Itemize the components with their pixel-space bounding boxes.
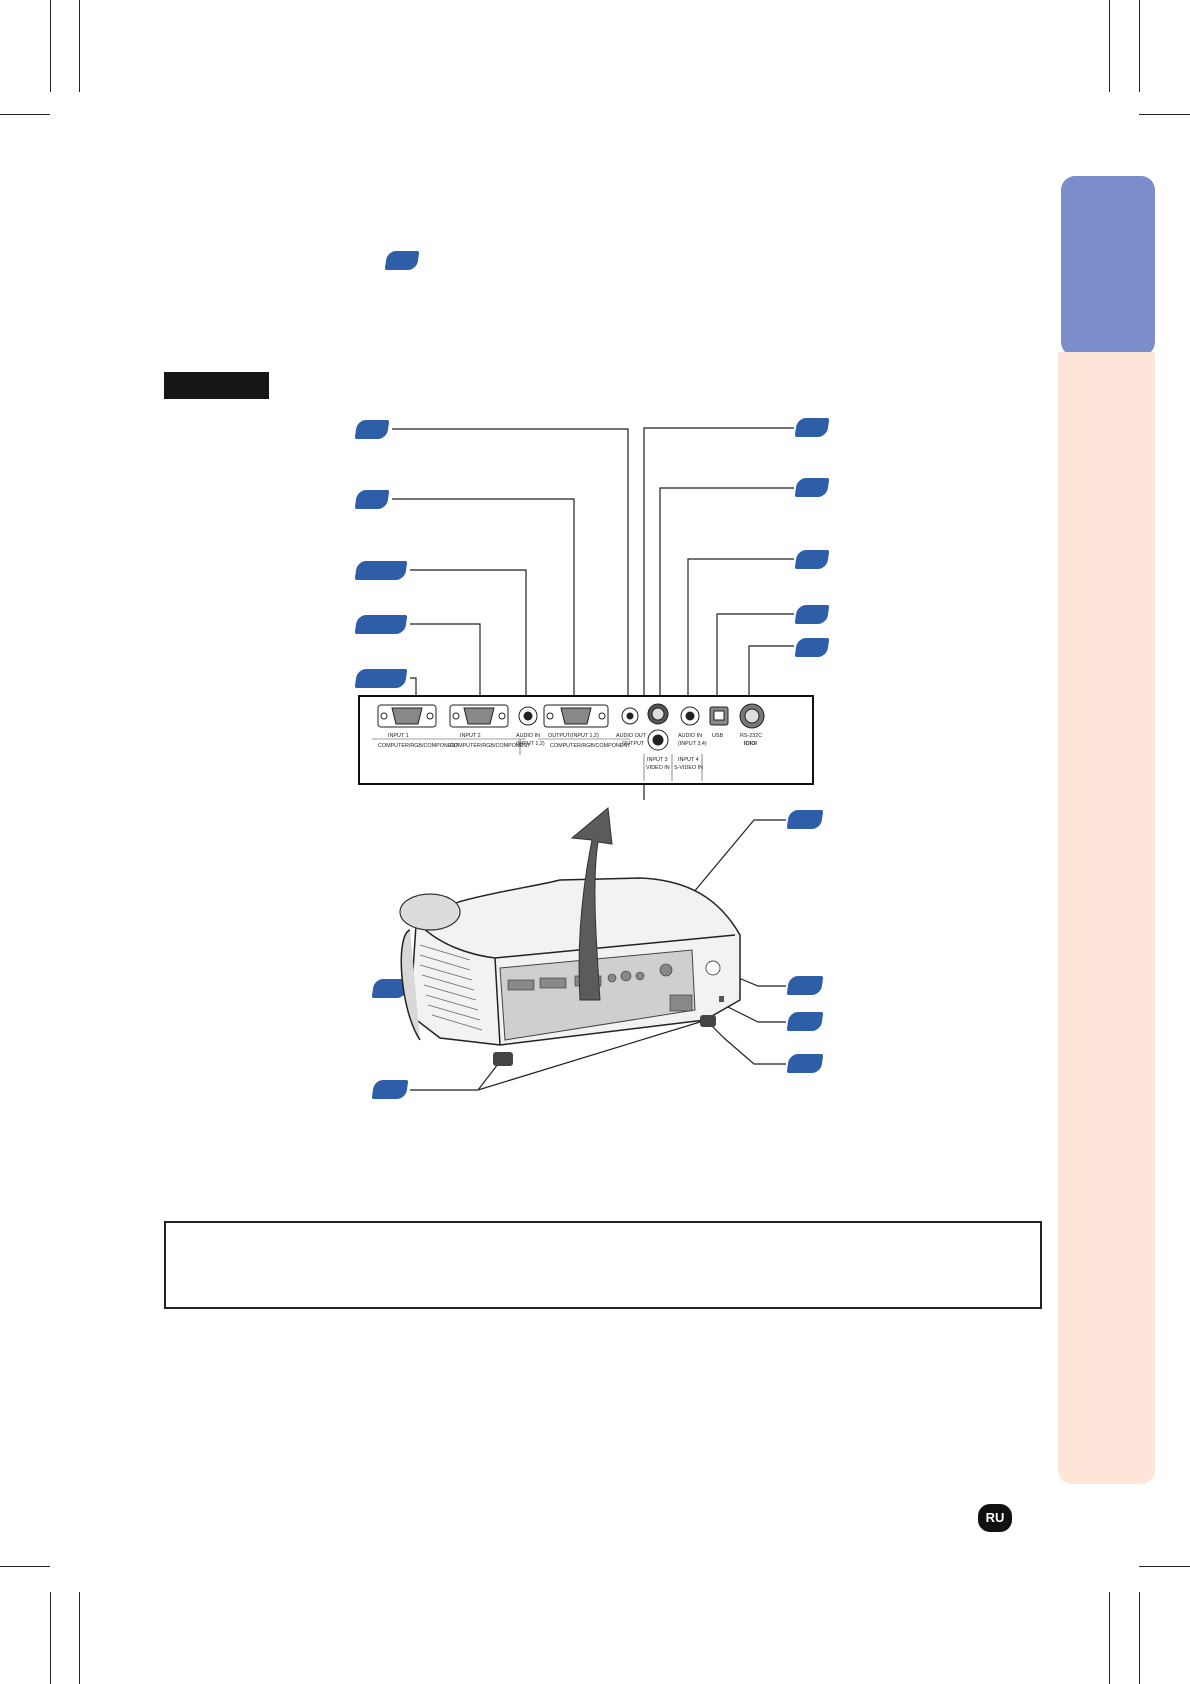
crop-mark — [0, 114, 50, 115]
crop-mark — [1139, 0, 1140, 92]
audio-out-label: AUDIO OUT — [616, 733, 646, 739]
input3-label: INPUT 3 — [647, 757, 668, 763]
crop-mark — [50, 1592, 51, 1684]
section-side-bar — [1058, 352, 1155, 1484]
input2-sub: COMPUTER/RGB/COMPONENT — [450, 743, 531, 749]
crop-mark — [50, 0, 51, 92]
input4-sub: S-VIDEO IN — [674, 765, 704, 771]
usb-label: USB — [712, 733, 724, 739]
input2-label: INPUT 2 — [460, 733, 481, 739]
output-sub: COMPUTER/RGB/COMPONENT — [550, 743, 631, 749]
crop-mark — [1139, 114, 1190, 115]
crop-mark — [1109, 0, 1110, 92]
rs232c-label: RS-232C — [740, 733, 763, 739]
input4-label: INPUT 4 — [678, 757, 699, 763]
audio-in-12-sub: (INPUT 1,2) — [516, 741, 545, 747]
audio-in-34-sub: (INPUT 3,4) — [678, 741, 707, 747]
section-tab — [1061, 176, 1155, 356]
crop-mark — [0, 1566, 50, 1567]
crop-mark — [79, 1592, 80, 1684]
output-label: OUTPUT(INPUT 1,2) — [548, 733, 599, 739]
note-box — [164, 1221, 1042, 1309]
rs232c-sub: IOIOI — [744, 741, 757, 747]
audio-in-34-label: AUDIO IN — [678, 733, 702, 739]
rear-terminal-panel: INPUT 1 COMPUTER/RGB/COMPONENT INPUT 2 C… — [358, 695, 814, 785]
crop-mark — [79, 0, 80, 92]
crop-mark — [1109, 1592, 1110, 1684]
terminal-connectors — [372, 703, 765, 781]
language-badge: RU — [978, 1504, 1012, 1532]
input1-label: INPUT 1 — [388, 733, 409, 739]
input3-sub: VIDEO IN — [646, 765, 670, 771]
audio-in-12-label: AUDIO IN — [516, 733, 540, 739]
audio-out-sub: OUTPUT — [622, 741, 645, 747]
input1-sub: COMPUTER/RGB/COMPONENT — [378, 743, 459, 749]
crop-mark — [1139, 1592, 1140, 1684]
crop-mark — [1139, 1566, 1190, 1567]
section-label-block — [164, 372, 269, 399]
